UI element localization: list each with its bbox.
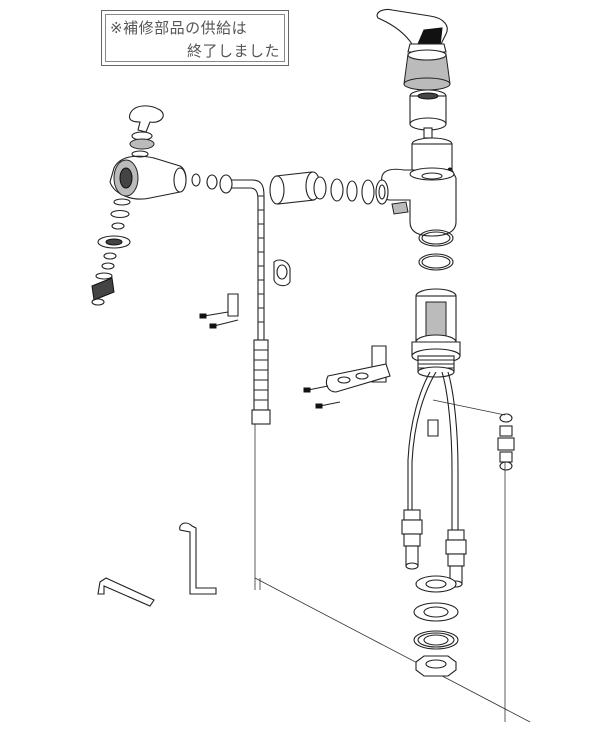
spray-internal-parts [91, 198, 131, 306]
spanner-tool [179, 522, 217, 595]
lever-handle [376, 8, 448, 53]
retaining-rings [418, 229, 454, 271]
notice-line-1: ※補修部品の供給は [110, 19, 248, 37]
bracket-screws [303, 385, 341, 409]
pull-out-hose [226, 179, 271, 425]
mounting-washers-nut [413, 575, 459, 677]
notice-line-2: 終了しました [186, 42, 280, 60]
cartridge-cover [403, 49, 451, 91]
hex-key-tool [97, 577, 155, 607]
hose-connector-rings [191, 173, 233, 194]
leader-lines [254, 399, 531, 723]
discontinued-parts-notice: ※補修部品の供給は 終了しました [101, 10, 289, 66]
spray-head [109, 155, 187, 200]
hose-clip [199, 259, 291, 329]
spout-body [380, 167, 457, 237]
check-valve-set [497, 413, 515, 471]
mounting-bracket [325, 345, 391, 393]
supply-hoses [407, 371, 459, 530]
mounting-shank [411, 288, 461, 378]
spray-button [128, 105, 164, 158]
notice-inner-border [105, 14, 285, 62]
hose-fitting-left [401, 509, 423, 570]
cartridge [409, 89, 447, 139]
hose-guide-parts [269, 171, 389, 205]
